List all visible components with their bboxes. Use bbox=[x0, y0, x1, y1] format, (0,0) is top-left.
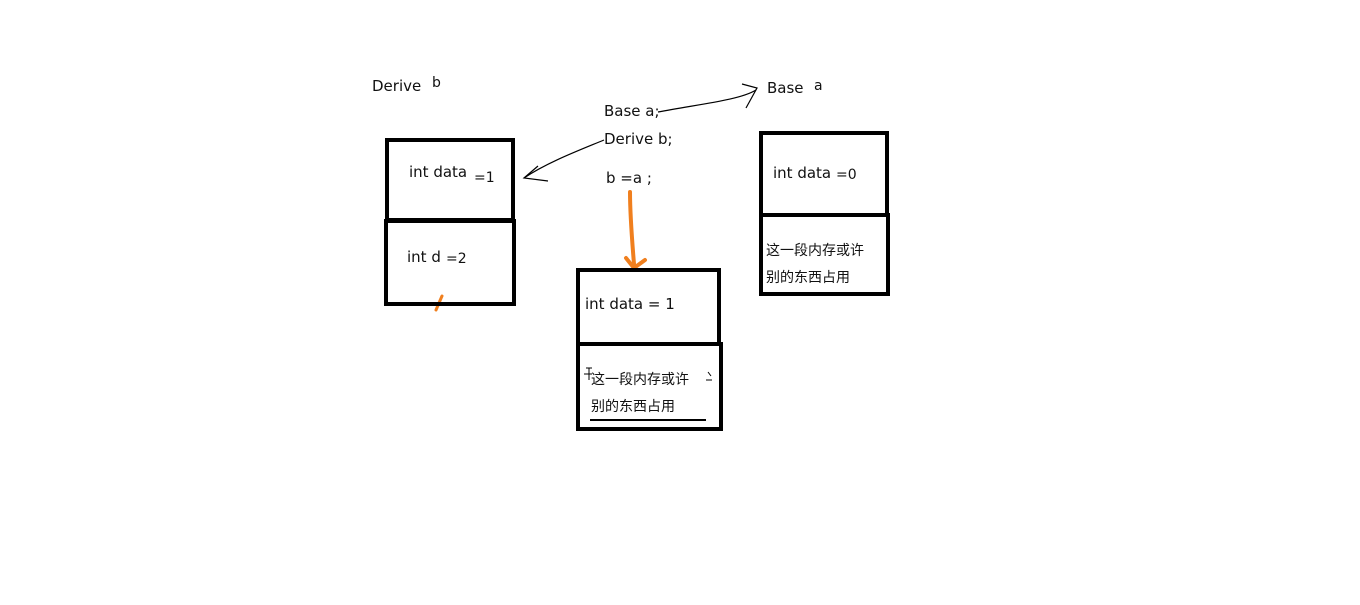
derive-data-field-value: =1 bbox=[474, 170, 495, 186]
derive-d-field-name: int d bbox=[407, 248, 441, 266]
base-data-field-name: int data bbox=[773, 164, 832, 182]
base-memory-note-line2: 别的东西占用 bbox=[766, 270, 850, 286]
code-line-assignment: b =a ; bbox=[606, 169, 652, 187]
derive-label: Derive bbox=[372, 77, 422, 95]
base-data-field-value: =0 bbox=[836, 167, 857, 183]
result-data-field: int data = 1 bbox=[585, 295, 675, 313]
stray-mark-left bbox=[584, 367, 592, 380]
stray-mark-right bbox=[706, 371, 712, 381]
derive-object-d-cell bbox=[384, 219, 516, 306]
result-memory-note-line2: 别的东西占用 bbox=[591, 399, 675, 415]
base-memory-note-line1: 这一段内存或许 bbox=[766, 243, 864, 259]
result-memory-note-line1: 这一段内存或许 bbox=[591, 372, 689, 388]
derive-data-field-name: int data bbox=[409, 163, 468, 181]
derive-d-field-value: =2 bbox=[446, 251, 467, 267]
base-object-memory-cell bbox=[759, 213, 890, 296]
result-object-memory-cell bbox=[576, 342, 723, 431]
arrow-derive-decl-to-derive-object bbox=[523, 139, 605, 179]
code-line-derive-decl: Derive b; bbox=[604, 130, 673, 148]
derive-label-letter: b bbox=[432, 75, 441, 91]
base-label: Base bbox=[767, 79, 804, 97]
arrowhead-derive bbox=[522, 165, 549, 182]
arrowhead-base bbox=[741, 83, 758, 109]
orange-assign-arrow bbox=[628, 190, 636, 266]
base-label-letter: a bbox=[814, 78, 823, 94]
arrow-base-decl-to-base-object bbox=[657, 89, 757, 113]
code-line-base-decl: Base a; bbox=[604, 102, 660, 120]
